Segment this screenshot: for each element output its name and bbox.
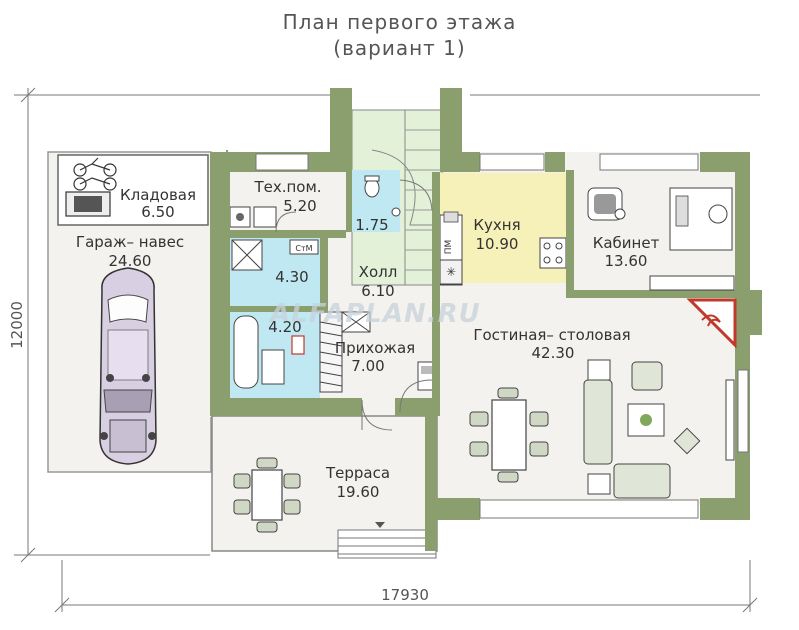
room-tech-name: Тех.пом. [253, 178, 321, 196]
room-office-name: Кабинет [593, 234, 660, 252]
spiral-stairs [319, 311, 371, 393]
room-terrace-name: Терраса [325, 464, 390, 482]
cart-icon [65, 191, 111, 217]
room-terrace-area: 19.60 [337, 483, 380, 501]
watermark: ALFAPLAN.RU [268, 299, 481, 329]
room-garage-name: Гараж– навес [76, 233, 184, 251]
room-kitchen-name: Кухня [473, 216, 520, 234]
washer-label: СтМ [295, 244, 312, 253]
room-entry-area: 7.00 [351, 357, 384, 375]
room-living-name: Гостиная– столовая [473, 326, 630, 344]
office-furniture [587, 187, 735, 291]
room-labels: Кладовая 6.50 Гараж– навес 24.60 Тех.пом… [76, 178, 660, 501]
room-bath2-area: 4.20 [268, 318, 301, 336]
bathroom-2 [230, 312, 320, 398]
room-living-area: 42.30 [532, 344, 575, 362]
kitchen-counter [439, 211, 567, 286]
height-dimension: 12000 [8, 301, 26, 349]
room-wc-area: 1.75 [355, 216, 388, 234]
room-office-area: 13.60 [605, 252, 648, 270]
sofa-icon [583, 359, 671, 499]
bicycle-icon [73, 157, 117, 191]
dining-table-icon [469, 387, 549, 483]
car-icon [99, 267, 157, 465]
room-hall-area: 6.10 [361, 282, 394, 300]
coffee-table-icon [627, 403, 665, 437]
cooktop-icon: ✳ [446, 265, 456, 279]
dishwasher-label: ПМ [444, 240, 454, 255]
walls [210, 88, 762, 551]
bathroom-1 [230, 238, 320, 312]
dimension-lines [14, 87, 760, 613]
wc-room [352, 170, 401, 232]
room-hall-name: Холл [359, 263, 398, 281]
windows [255, 153, 749, 519]
boiler-icon [229, 206, 277, 228]
room-entry-name: Прихожая [335, 339, 415, 357]
ottoman-icon [673, 427, 701, 455]
room-bath1-area: 4.30 [275, 268, 308, 286]
plan-subtitle: (вариант 1) [333, 36, 466, 60]
room-kitchen-area: 10.90 [476, 235, 519, 253]
room-storage-name: Кладовая [120, 186, 196, 204]
room-storage-area: 6.50 [141, 203, 174, 221]
fireplace-icon [686, 298, 737, 349]
width-dimension: 17930 [381, 586, 429, 604]
terrace-table-icon [233, 457, 301, 533]
room-garage-area: 24.60 [109, 252, 152, 270]
tv-stand-icon [725, 379, 735, 461]
plan-title: План первого этажа [282, 10, 517, 34]
armchair-icon [587, 187, 626, 221]
doors [275, 179, 433, 431]
room-tech-area: 5.20 [283, 197, 316, 215]
